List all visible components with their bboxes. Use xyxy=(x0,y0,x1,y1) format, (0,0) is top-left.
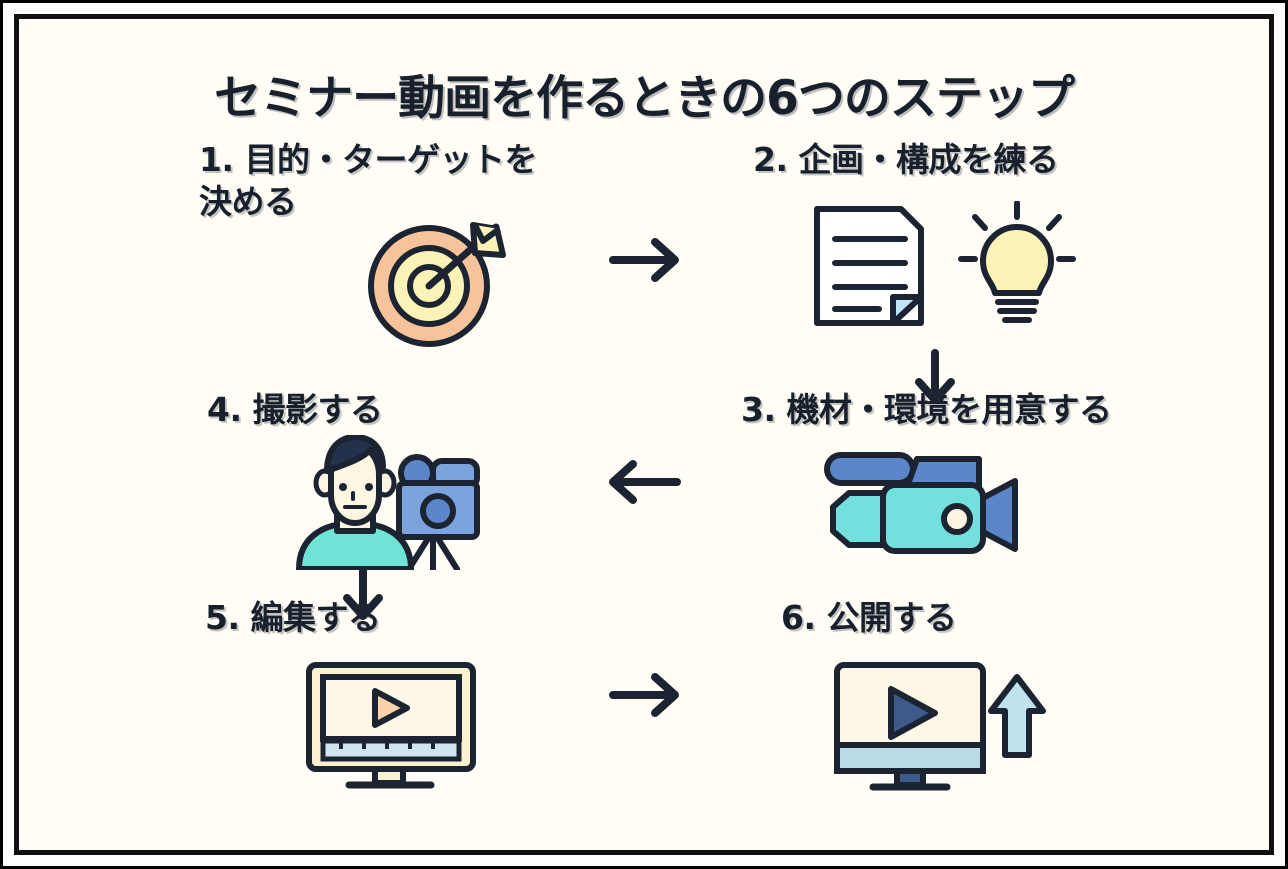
step-card-6: 6. 公開する xyxy=(709,597,1149,832)
step-3-label: 3. 機材・環境を用意する xyxy=(741,390,1112,429)
step-card-4: 4. 撮影する xyxy=(171,389,701,579)
document-lightbulb-icon xyxy=(809,200,1089,335)
video-editing-monitor-icon xyxy=(301,659,481,793)
step-4-label: 4. 撮影する xyxy=(207,390,383,429)
page-title: セミナー動画を作るときの6つのステップ xyxy=(214,71,1075,126)
person-filming-icon xyxy=(281,434,491,574)
poster-inner-frame: セミナー動画を作るときの6つのステップ 1. 目的・ターゲットを 決める xyxy=(14,14,1274,855)
tripod-camera-glyph xyxy=(396,454,480,572)
arrow-step4-to-step5 xyxy=(337,567,389,627)
target-arrow-icon xyxy=(351,211,531,355)
step-card-1: 1. 目的・ターゲットを 決める xyxy=(171,139,701,364)
person-glyph xyxy=(296,434,414,572)
step-card-3: 3. 機材・環境を用意する xyxy=(709,389,1149,579)
arrow-step5-to-step6 xyxy=(607,669,685,725)
arrow-step3-to-step4 xyxy=(601,454,683,514)
video-camera-icon xyxy=(813,441,1033,565)
step-6-label: 6. 公開する xyxy=(781,598,957,637)
document-glyph xyxy=(814,206,924,326)
poster-canvas: セミナー動画を作るときの6つのステップ 1. 目的・ターゲットを 決める xyxy=(19,19,1269,850)
step-1-label: 1. 目的・ターゲットを 決める xyxy=(199,140,538,222)
lightbulb-glyph xyxy=(958,200,1076,323)
arrow-step1-to-step2 xyxy=(607,234,685,290)
step-card-5: 5. 編集する xyxy=(171,597,701,832)
step-2-label: 2. 企画・構成を練る xyxy=(753,140,1059,179)
step-card-2: 2. 企画・構成を練る xyxy=(709,139,1149,364)
publish-monitor-upload-icon xyxy=(829,659,1049,798)
arrow-step2-to-step3 xyxy=(909,349,961,411)
